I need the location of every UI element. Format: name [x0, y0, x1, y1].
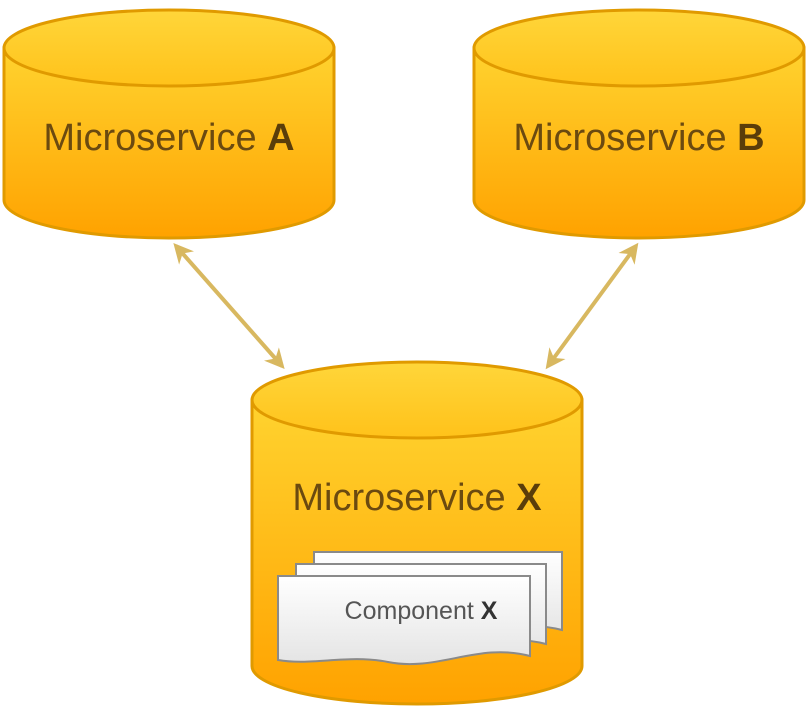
microservice-a-letter: A — [267, 117, 294, 159]
component-x-letter: X — [481, 597, 498, 625]
cylinder-body — [472, 46, 806, 240]
microservice-b-letter: B — [737, 117, 764, 159]
microservice-x-node: Microservice X Component X — [250, 360, 584, 706]
component-doc-front — [277, 575, 531, 666]
edge-a-x-arrow — [173, 243, 285, 369]
microservice-b-node: Microservice B — [472, 8, 806, 240]
cylinder-top — [250, 360, 584, 440]
component-x-stack: Component X — [277, 551, 563, 666]
edge-b-x-arrow — [545, 242, 639, 370]
cylinder-top — [2, 8, 336, 88]
cylinder-top — [472, 8, 806, 88]
microservice-x-letter: X — [516, 477, 542, 519]
microservice-a-label: Microservice A — [43, 117, 294, 159]
component-x-label: Component X — [345, 597, 498, 625]
microservice-b-label: Microservice B — [513, 117, 764, 159]
microservice-a-node: Microservice A — [2, 8, 336, 240]
cylinder-body — [2, 46, 336, 240]
microservice-x-label: Microservice X — [292, 477, 542, 519]
